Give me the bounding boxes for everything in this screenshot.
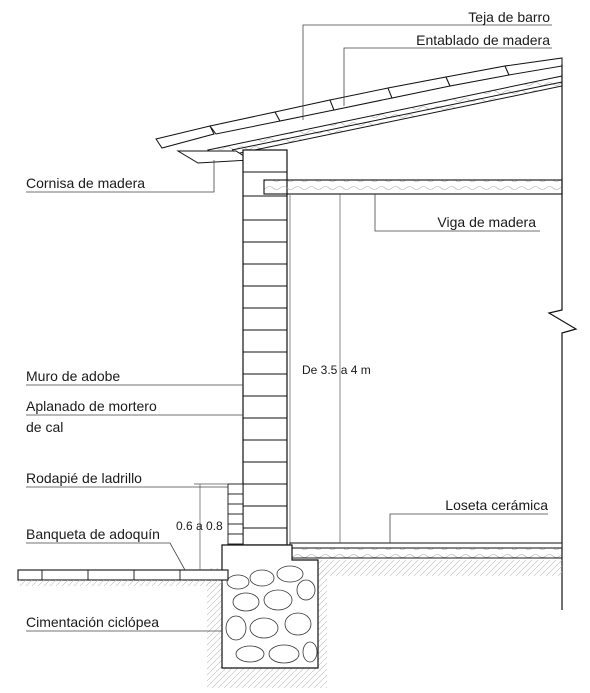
label-cornisa-de-madera: Cornisa de madera — [26, 175, 145, 191]
wood-beam — [263, 179, 563, 195]
label-aplanado-line-1: Aplanado de mortero — [26, 398, 157, 414]
leader-lines — [26, 24, 552, 632]
label-loseta-ceramica: Loseta cerámica — [445, 497, 548, 513]
dimension-rodapie — [194, 483, 228, 570]
dimension-label-wall-height: De 3.5 a 4 m — [302, 363, 371, 377]
label-aplanado-line-2: de cal — [26, 419, 63, 435]
label-banqueta-de-adoquin: Banqueta de adoquín — [26, 526, 160, 542]
section-break-line — [547, 64, 578, 610]
label-cimentacion-ciclopea: Cimentación ciclópea — [26, 614, 159, 630]
label-teja-de-barro: Teja de barro — [468, 9, 550, 25]
clay-tiles — [155, 57, 563, 149]
cyclopean-foundation — [207, 544, 327, 688]
label-rodapie-de-ladrillo: Rodapié de ladrillo — [26, 470, 142, 486]
paver-sidewalk — [17, 569, 229, 586]
dimension-label-rodapie: 0.6 a 0.8 — [176, 519, 223, 533]
floor-slab — [287, 542, 563, 576]
label-entablado-de-madera: Entablado de madera — [416, 32, 550, 48]
roof-underside — [231, 81, 563, 151]
adobe-wall — [242, 149, 291, 546]
label-viga-de-madera: Viga de madera — [437, 214, 536, 230]
roof-assembly — [155, 57, 563, 164]
label-muro-de-adobe: Muro de adobe — [26, 368, 120, 384]
